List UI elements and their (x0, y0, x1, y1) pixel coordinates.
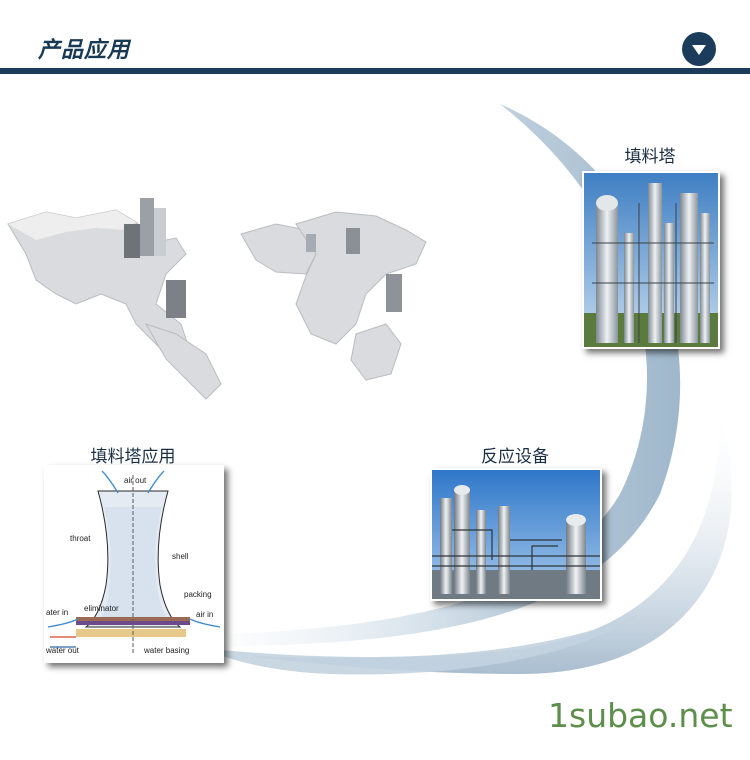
reaction-equipment-photo[interactable] (430, 468, 602, 601)
caption-packed-tower-application: 填料塔应用 (90, 447, 176, 467)
watermark-text: 1subao.net (548, 696, 733, 735)
section-title: 产品应用 (38, 38, 131, 63)
cooling-tower-diagram[interactable]: air out throat shell packing eliminator … (44, 465, 224, 663)
collapse-toggle-button[interactable] (682, 32, 716, 66)
distillation-columns-image (584, 173, 718, 347)
label-water-in: ater in (46, 608, 68, 617)
label-water-basing: water basing (143, 646, 189, 655)
label-packing: packing (184, 590, 212, 599)
label-eliminator: eliminator (84, 604, 119, 613)
caption-packed-tower: 填料塔 (624, 147, 676, 167)
refinery-plant-image (432, 470, 600, 599)
label-water-out: water out (46, 646, 80, 655)
cooling-tower-illustration: air out throat shell packing eliminator … (46, 467, 222, 661)
world-map-illustration (7, 198, 427, 400)
label-throat: throat (70, 534, 91, 543)
decorative-swoosh (200, 104, 732, 675)
label-air-in: air in (196, 610, 213, 619)
caption-reaction-equipment: 反应设备 (481, 447, 549, 467)
header-divider (0, 68, 750, 74)
chevron-down-icon (692, 45, 706, 55)
label-air-out: air out (124, 476, 147, 485)
packed-tower-photo[interactable] (582, 171, 720, 349)
section-header: 产品应用 (0, 0, 750, 74)
label-shell: shell (172, 552, 189, 561)
